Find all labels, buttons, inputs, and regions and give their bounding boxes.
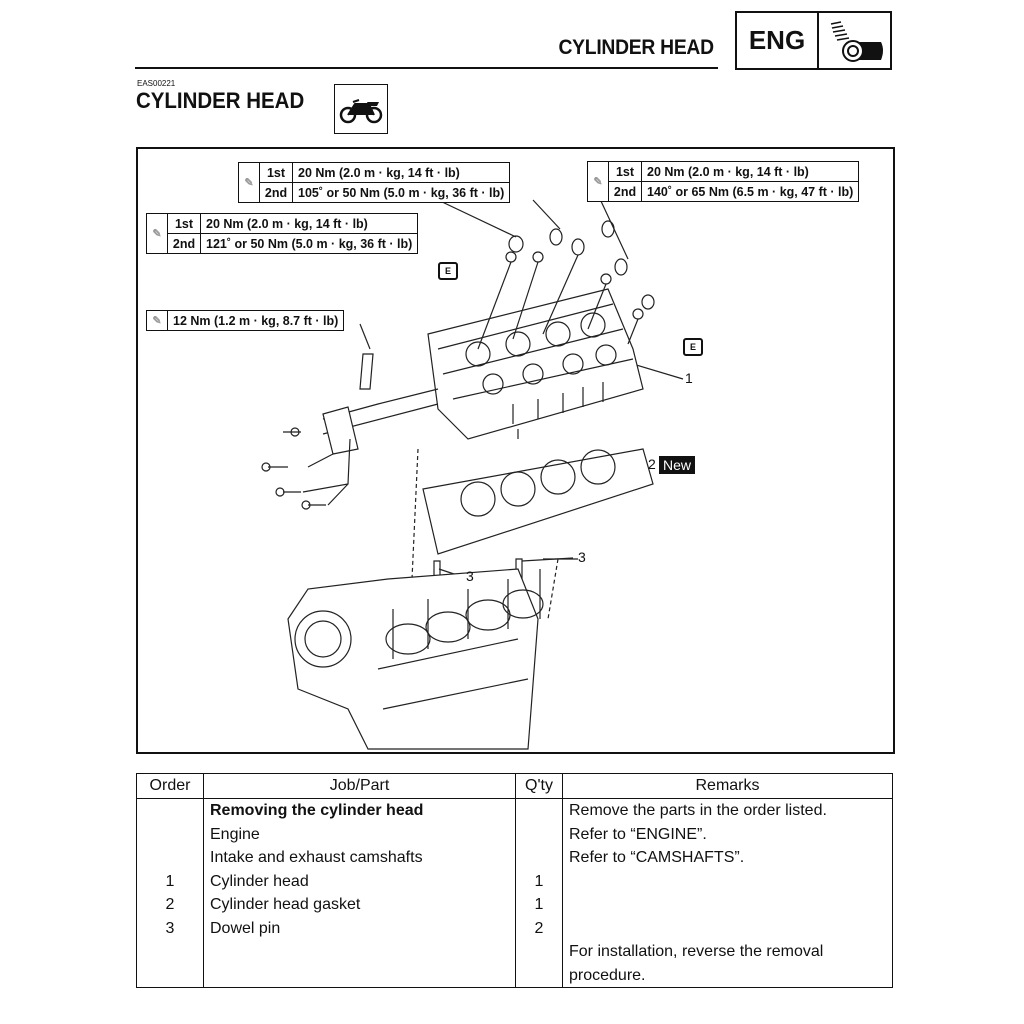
- callout-3: 3: [466, 568, 474, 584]
- callout-2: 2: [648, 456, 656, 472]
- cell-qty: [515, 940, 563, 964]
- torque-spec-upper-nuts: ✎ 1st 20 Nm (2.0 m · kg, 14 ft · lb) 2nd 1…: [238, 162, 511, 203]
- torque-value: 140˚ or 65 Nm (6.5 m · kg, 47 ft · lb): [647, 184, 854, 199]
- col-remarks: Remarks: [562, 773, 893, 799]
- new-badge: New: [659, 456, 696, 474]
- table-header: Order Job/Part Q'ty Remarks: [136, 773, 893, 799]
- torque-spec-side-nuts: ✎ 1st 20 Nm (2.0 m · kg, 14 ft · lb) 2nd 1…: [146, 213, 419, 254]
- cell-qty: [515, 846, 563, 870]
- cell-order: [136, 940, 204, 964]
- table-row: Intake and exhaust camshafts Refer to “CA…: [136, 846, 893, 870]
- table-row: Removing the cylinder head Remove the par…: [136, 798, 893, 823]
- col-qty: Q'ty: [515, 773, 563, 799]
- cell-qty: [515, 963, 563, 988]
- eng-label: ENG: [737, 13, 819, 68]
- torque-value: 105˚ or 50 Nm (5.0 m · kg, 36 ft · lb): [298, 185, 505, 200]
- cell-remarks: [562, 893, 893, 917]
- torque-value: 20 Nm (2.0 m · kg, 14 ft · lb): [647, 164, 809, 179]
- torque-step: 1st: [609, 162, 642, 181]
- section-title: CYLINDER HEAD: [136, 88, 305, 113]
- wrench-icon: ✎: [239, 163, 260, 202]
- cell-order: [136, 846, 204, 870]
- cell-part: Cylinder head: [203, 869, 516, 893]
- torque-step: 1st: [260, 163, 293, 182]
- cell-part: Removing the cylinder head: [203, 798, 516, 823]
- cell-part: [203, 940, 516, 964]
- torque-value: 20 Nm (2.0 m · kg, 14 ft · lb): [298, 165, 460, 180]
- wrench-icon: ✎: [147, 214, 168, 253]
- col-order: Order: [136, 773, 204, 799]
- header-rule: [135, 67, 718, 69]
- cell-remarks: Refer to “ENGINE”.: [562, 822, 893, 846]
- cell-order: 1: [136, 869, 204, 893]
- cell-remarks: [562, 916, 893, 940]
- table-row: For installation, reverse the removal: [136, 940, 893, 964]
- cell-part: Cylinder head gasket: [203, 893, 516, 917]
- cell-remarks: Remove the parts in the order listed.: [562, 798, 893, 823]
- engine-oil-icon: E: [438, 262, 458, 280]
- torque-value: 20 Nm (2.0 m · kg, 14 ft · lb): [206, 216, 368, 231]
- cell-part: Dowel pin: [203, 916, 516, 940]
- torque-spec-main-bolts: ✎ 1st 20 Nm (2.0 m · kg, 14 ft · lb) 2nd 1…: [587, 161, 860, 202]
- section-badge: ENG: [735, 11, 892, 70]
- parts-table: Order Job/Part Q'ty Remarks Removing the…: [136, 773, 893, 988]
- wrench-icon: ✎: [147, 311, 168, 330]
- cell-part: [203, 963, 516, 988]
- cell-part: Intake and exhaust camshafts: [203, 846, 516, 870]
- engine-drawing: [261, 198, 684, 750]
- cell-order: [136, 798, 204, 823]
- torque-value: 12 Nm (1.2 m · kg, 8.7 ft · lb): [173, 313, 339, 328]
- torque-value: 121˚ or 50 Nm (5.0 m · kg, 36 ft · lb): [206, 236, 413, 251]
- cell-order: 2: [136, 893, 204, 917]
- torque-step: 1st: [168, 214, 201, 233]
- torque-step: 2nd: [260, 183, 293, 202]
- torque-spec-bolt: ✎ 12 Nm (1.2 m · kg, 8.7 ft · lb): [146, 310, 345, 331]
- cell-order: [136, 963, 204, 988]
- cell-remarks: For installation, reverse the removal: [562, 940, 893, 964]
- table-row: procedure.: [136, 963, 893, 988]
- table-row: Engine Refer to “ENGINE”.: [136, 822, 893, 846]
- col-job-part: Job/Part: [203, 773, 516, 799]
- cell-qty: 1: [515, 893, 563, 917]
- cell-qty: 1: [515, 869, 563, 893]
- cell-qty: [515, 798, 563, 823]
- engine-icon: [819, 13, 890, 68]
- cell-qty: [515, 822, 563, 846]
- section-code: EAS00221: [137, 79, 176, 88]
- callout-3: 3: [578, 549, 586, 565]
- header-title: CYLINDER HEAD: [558, 36, 715, 59]
- wrench-icon: ✎: [588, 162, 609, 201]
- torque-step: 2nd: [609, 182, 642, 201]
- callout-1: 1: [685, 370, 693, 386]
- cell-qty: 2: [515, 916, 563, 940]
- torque-step: 2nd: [168, 234, 201, 253]
- cell-remarks: Refer to “CAMSHAFTS”.: [562, 846, 893, 870]
- cell-order: [136, 822, 204, 846]
- motorcycle-icon: [334, 84, 388, 134]
- cell-remarks: [562, 869, 893, 893]
- cell-part: Engine: [203, 822, 516, 846]
- engine-oil-icon: E: [683, 338, 703, 356]
- cell-order: 3: [136, 916, 204, 940]
- cell-remarks: procedure.: [562, 963, 893, 988]
